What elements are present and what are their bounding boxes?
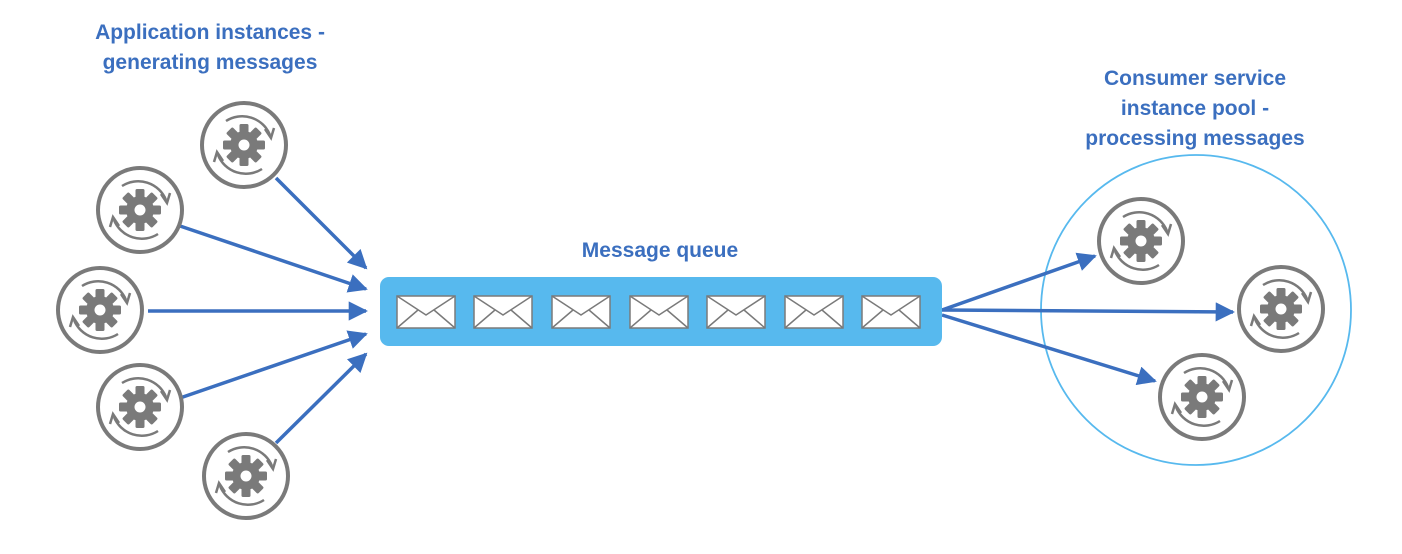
producer-instance-gear-icon: [200, 101, 288, 189]
arrow-producer-4: [179, 330, 368, 400]
message-envelope-icon: [706, 295, 766, 329]
producers-label-line-2: generating messages: [102, 51, 318, 74]
consumers-label: Consumer service instance pool - process…: [1050, 64, 1340, 154]
producer-instance-gear-icon: [96, 166, 184, 254]
queue-label: Message queue: [540, 236, 780, 266]
consumers-label-line-2: instance pool -: [1120, 97, 1270, 120]
message-envelope-icon: [629, 295, 689, 329]
arrow-producer-1: [274, 176, 368, 270]
producer-arrows: [148, 176, 368, 445]
queue-label-text: Message queue: [581, 239, 739, 262]
message-envelope-icon: [784, 295, 844, 329]
consumer-instance-gear-icon: [1237, 265, 1325, 353]
consumer-arrows: [941, 252, 1235, 386]
consumers-label-line-3: processing messages: [1085, 127, 1305, 150]
consumer-instance-gear-icon: [1097, 197, 1185, 285]
consumer-instances: [1097, 197, 1325, 441]
arrow-producer-2: [179, 224, 368, 293]
producer-instance-gear-icon: [96, 363, 184, 451]
arrow-consumer-1: [941, 252, 1097, 312]
arrow-consumer-3: [941, 313, 1157, 386]
producers-label: Application instances - generating messa…: [60, 18, 360, 78]
message-queue: [380, 277, 942, 346]
message-envelope-icon: [473, 295, 533, 329]
producers-label-line-1: Application instances -: [95, 21, 325, 44]
arrow-producer-5: [274, 352, 368, 445]
consumer-instance-gear-icon: [1158, 353, 1246, 441]
producer-instance-gear-icon: [202, 432, 290, 520]
producer-instance-gear-icon: [56, 266, 144, 354]
consumers-label-line-1: Consumer service: [1103, 67, 1287, 90]
arrow-consumer-2: [941, 302, 1235, 322]
message-envelope-icon: [551, 295, 611, 329]
message-envelope-icon: [396, 295, 456, 329]
message-envelope-icon: [861, 295, 921, 329]
